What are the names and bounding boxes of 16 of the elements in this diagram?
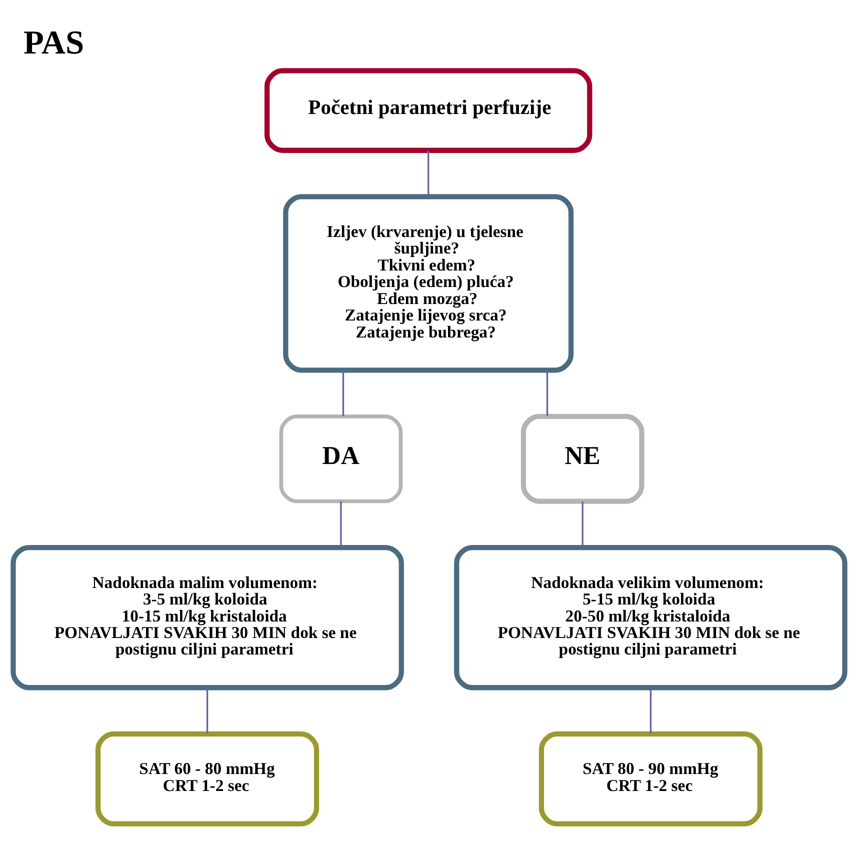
node-box: Nadoknada velikim volumenom: 5-15 ml/kg koloida 20-50 ml/kg kristaloida PONAVLJATI SVAKIH 30 MIN dok se ne postignu ciljni parametri [454,544,848,690]
connector [206,687,208,733]
connector [582,500,584,547]
node-box: SAT 60 - 80 mmHg CRT 1-2 sec [95,730,320,826]
node-box: NE [520,413,644,504]
connector [650,687,652,733]
node-box: DA [279,414,403,503]
node-box: Izljev (krvarenje) u tjelesne šupljine? Tkivni edem? Oboljenja (edem) pluća? Edem mozga? Zatajenje lijevog srca? Zatajenje bubrega? [283,194,574,372]
diagram-title: PAS [24,24,84,62]
connector [428,150,430,196]
connector [340,500,342,547]
node-box: Početni parametri perfuzije [264,68,592,152]
connector [546,370,548,416]
node-box: SAT 80 - 90 mmHg CRT 1-2 sec [538,730,763,826]
connector [342,370,344,416]
node-box: Nadoknada malim volumenom: 3-5 ml/kg koloida 10-15 ml/kg kristaloida PONAVLJATI SVAKIH 30 MIN dok se ne postignu ciljni parametri [10,544,404,690]
